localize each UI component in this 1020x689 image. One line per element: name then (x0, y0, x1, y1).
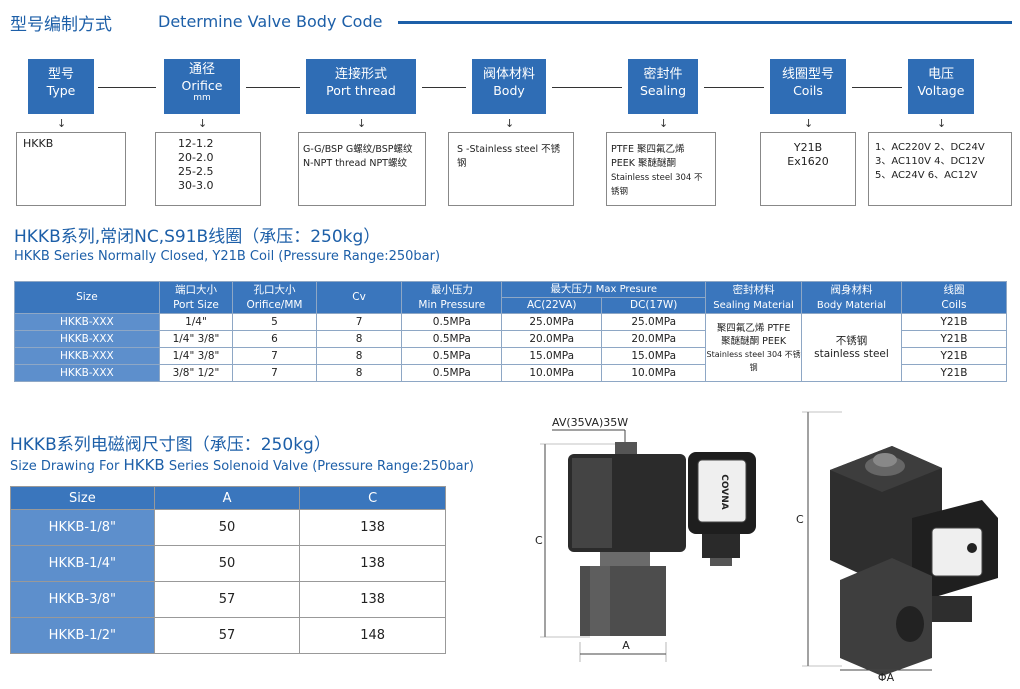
dim-a-label: A (622, 639, 630, 652)
connector (852, 87, 902, 88)
connector (98, 87, 156, 88)
arrow-down-icon: ↓ (804, 117, 814, 130)
dim-c-label: C (535, 534, 543, 547)
arrow-down-icon: ↓ (357, 117, 367, 130)
option-body: S -Stainless steel 不锈钢 (448, 132, 574, 206)
arrow-down-icon: ↓ (198, 117, 208, 130)
th-dim-size: Size (10, 486, 155, 510)
th-max: 最大压力 Max Presure (501, 281, 707, 298)
th-dc: DC(17W) (601, 297, 707, 314)
th-size: Size (14, 281, 160, 314)
valve-iso-drawing: C ΦA (796, 411, 998, 683)
dim-phia-label: ΦA (878, 671, 895, 683)
valve-front-drawing: AV(35VA)35W C COVNA A (535, 416, 756, 662)
header-title-en: Determine Valve Body Code (158, 12, 383, 31)
connector (552, 87, 622, 88)
th-cv: Cv (315, 281, 403, 314)
th-dim-c: C (299, 486, 446, 510)
connector (422, 87, 466, 88)
arrow-down-icon: ↓ (937, 117, 947, 130)
power-label: AV(35VA)35W (552, 416, 628, 429)
th-dim-a: A (153, 486, 301, 510)
dims-title-en: Size Drawing For HKKB Series Solenoid Va… (10, 456, 474, 474)
brand-label: COVNA (719, 474, 729, 510)
dims-title-cn: HKKB系列电磁阀尺寸图（承压：250kg） (10, 435, 331, 455)
arrow-down-icon: ↓ (57, 117, 67, 130)
header-title-cn: 型号编制方式 (10, 15, 112, 35)
arrow-down-icon: ↓ (659, 117, 669, 130)
series-title-en: HKKB Series Normally Closed, Y21B Coil (… (14, 249, 441, 264)
option-type: HKKB (16, 132, 126, 206)
arrow-down-icon: ↓ (505, 117, 515, 130)
th-ac: AC(22VA) (501, 297, 603, 314)
connector (246, 87, 300, 88)
dim-c2-label: C (796, 513, 804, 526)
series-title-cn: HKKB系列,常闭NC,S91B线圈（承压：250kg） (14, 227, 381, 247)
connector (704, 87, 764, 88)
header-rule (398, 21, 1012, 24)
